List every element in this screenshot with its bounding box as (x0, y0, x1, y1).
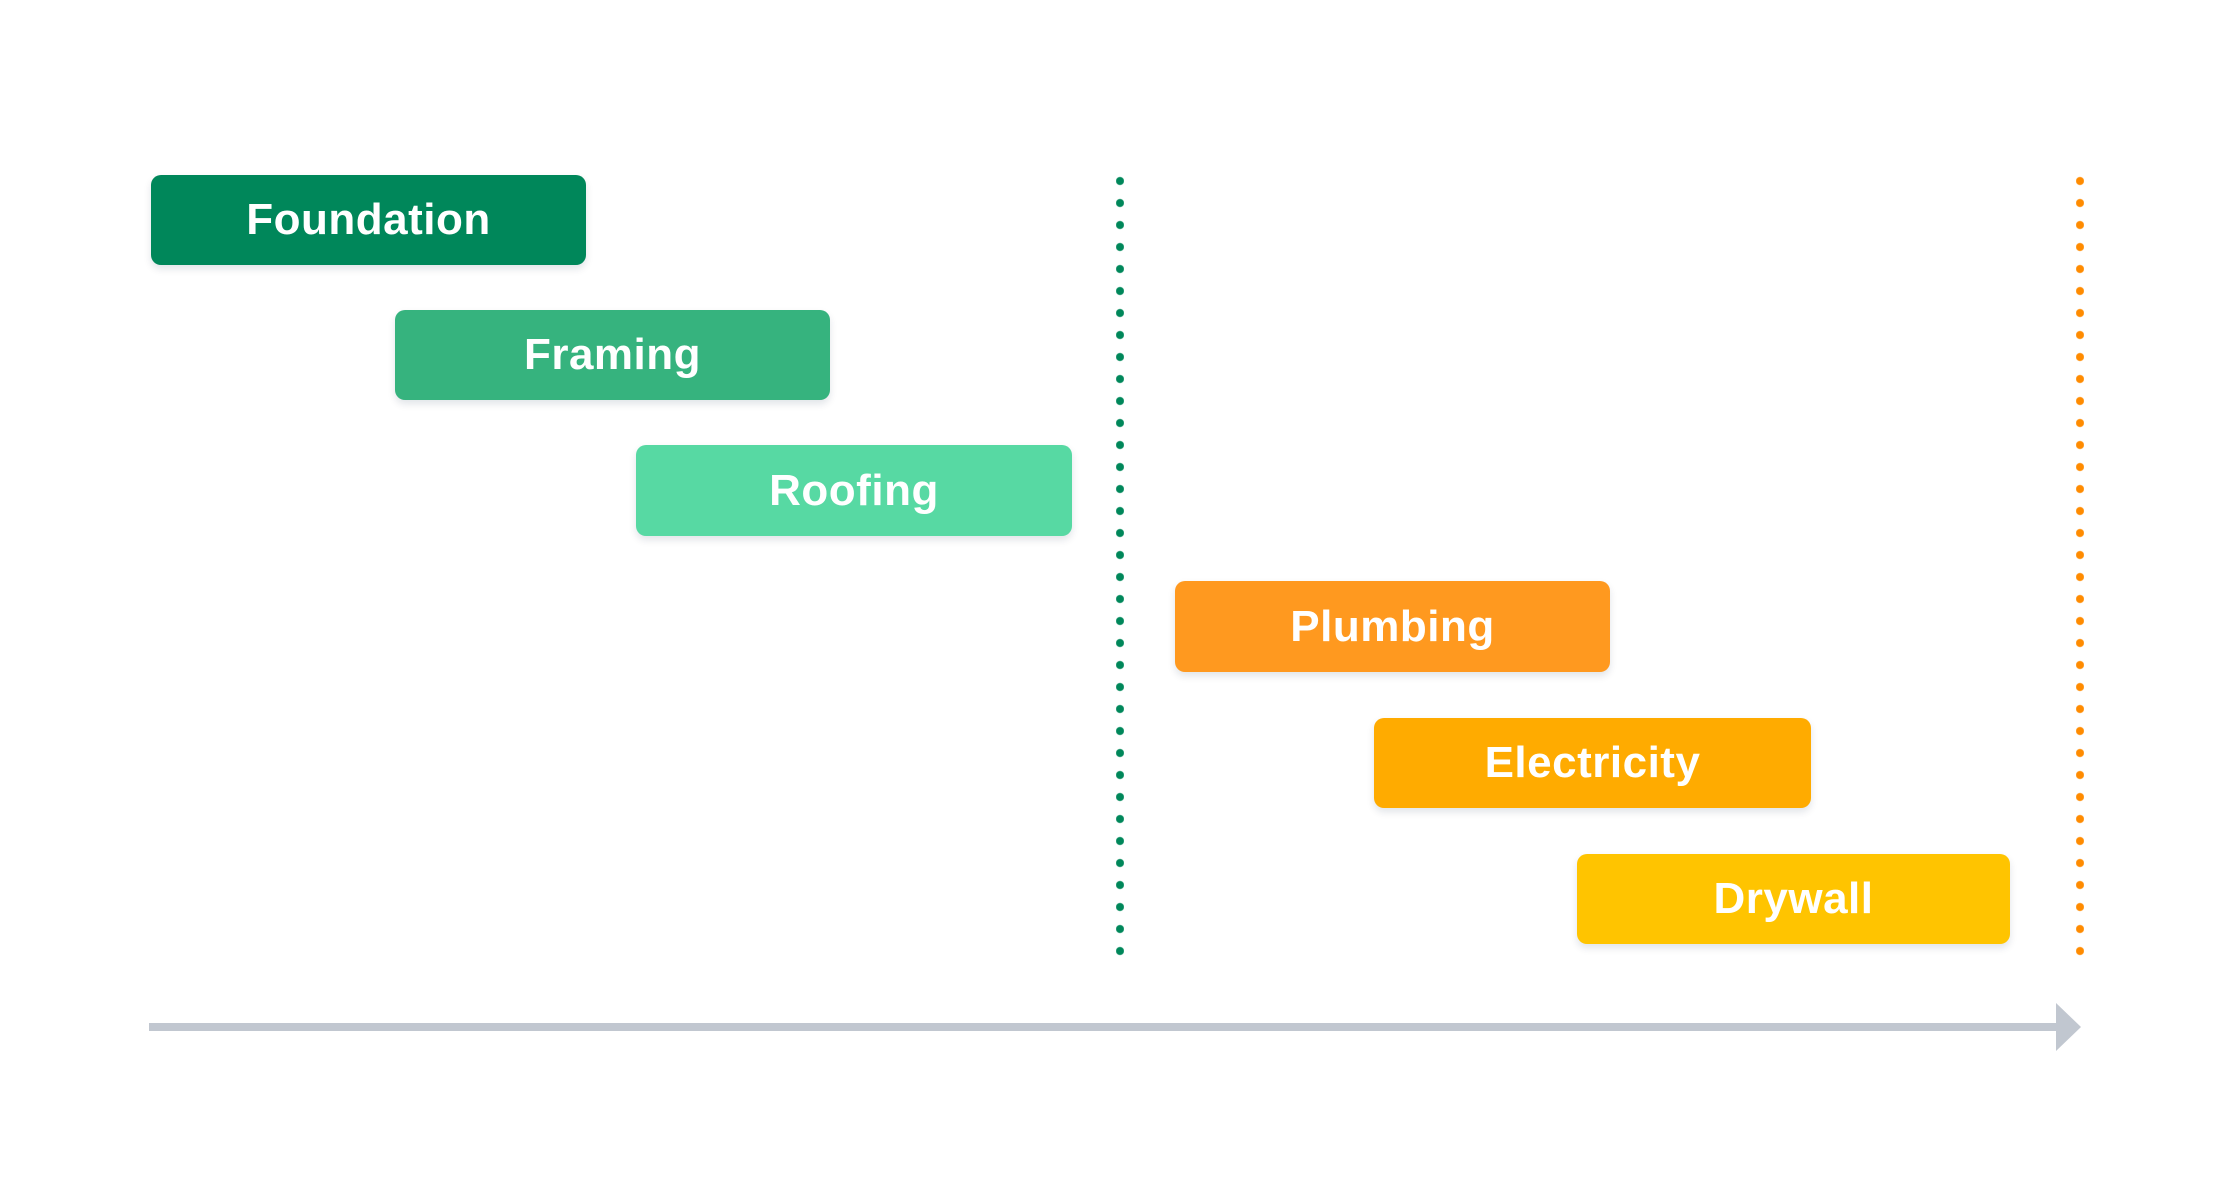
task-label-electricity: Electricity (1484, 738, 1701, 787)
task-label-framing: Framing (523, 330, 702, 379)
phase-divider-green-dotted-line (1116, 170, 1124, 957)
timeline-arrowhead-icon (2056, 1003, 2081, 1051)
timeline-axis-arrow (149, 1003, 2081, 1051)
task-label-roofing: Roofing (769, 465, 939, 515)
task-bar-foundation: Foundation (151, 175, 586, 265)
phase-divider-orange-dotted-line (2076, 170, 2084, 957)
task-label-foundation: Foundation (246, 195, 491, 244)
task-label-plumbing: Plumbing (1290, 601, 1495, 651)
task-label-drywall: Drywall (1713, 874, 1874, 923)
task-bar-roofing: Roofing (636, 445, 1072, 536)
task-bar-electricity: Electricity (1374, 718, 1811, 808)
task-bar-plumbing: Plumbing (1175, 581, 1610, 672)
task-bar-drywall: Drywall (1577, 854, 2010, 944)
task-bar-framing: Framing (395, 310, 830, 400)
